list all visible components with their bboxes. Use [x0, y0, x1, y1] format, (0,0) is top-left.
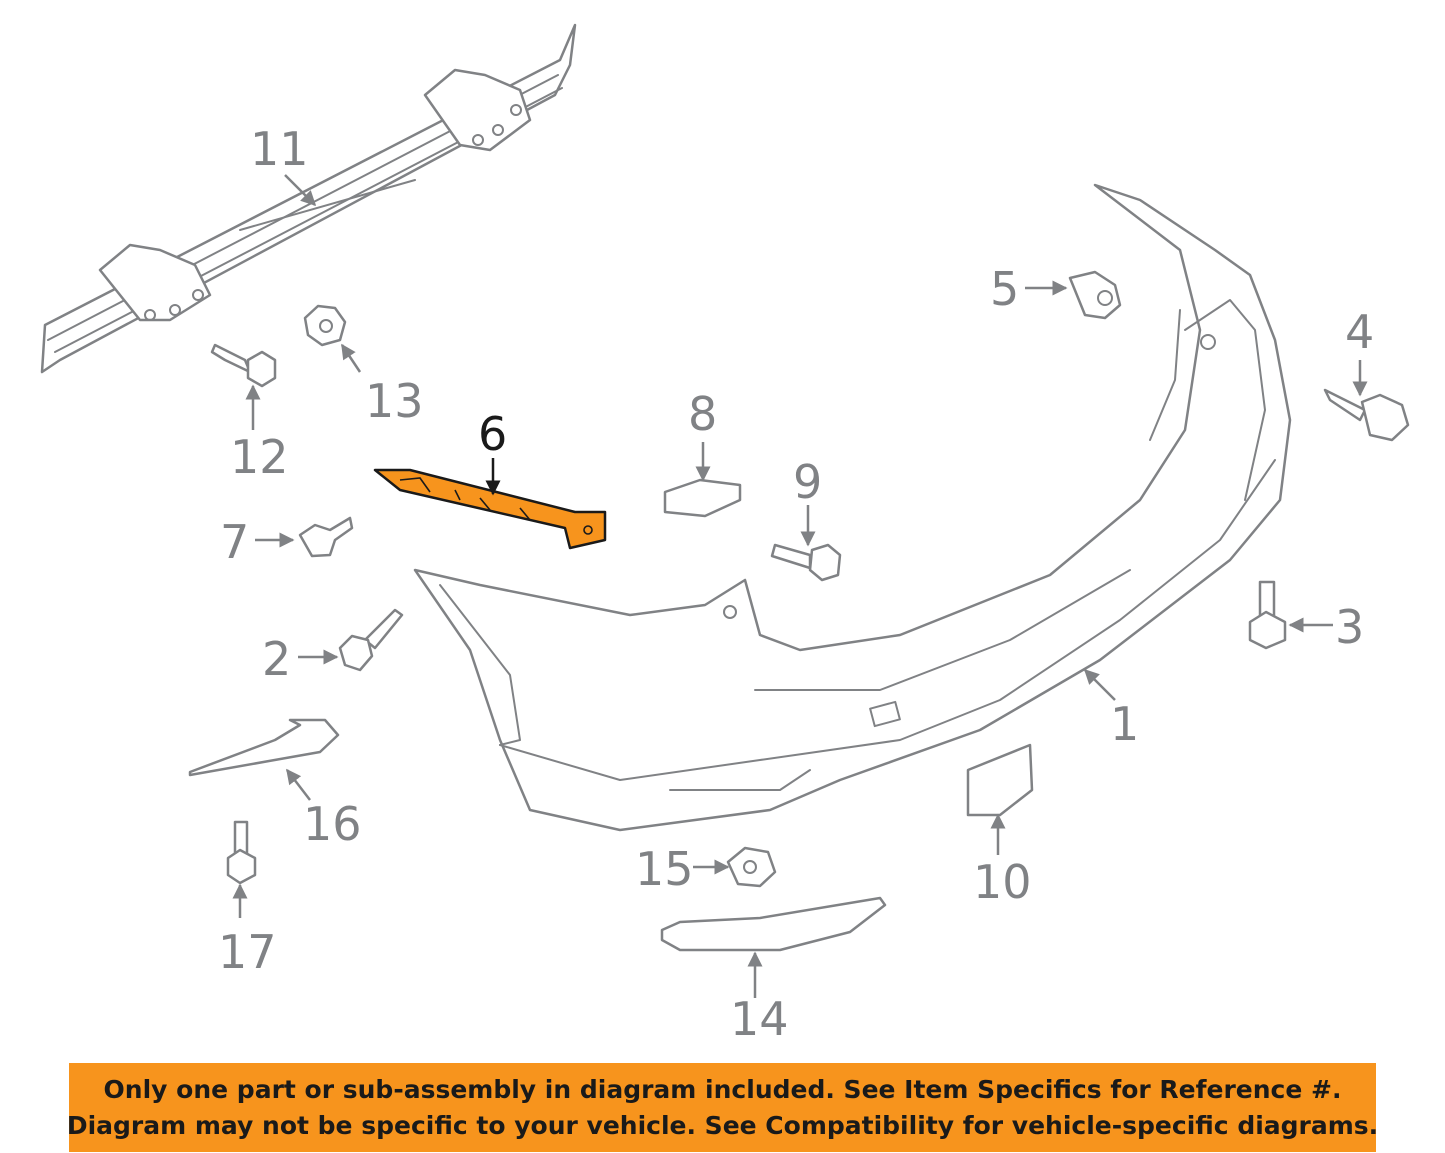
- leader-1: [1083, 668, 1116, 701]
- leader-13: [340, 343, 362, 373]
- spacer-16: [188, 718, 340, 777]
- callout-7: 7: [220, 515, 249, 569]
- bracket-10: [966, 743, 1034, 817]
- bolt-7: [298, 516, 354, 558]
- callout-16: 16: [303, 797, 362, 851]
- callout-15: 15: [635, 842, 694, 896]
- callout-5: 5: [990, 262, 1019, 316]
- callout-4: 4: [1345, 305, 1374, 359]
- notice-line-2: Diagram may not be specific to your vehi…: [66, 1110, 1379, 1140]
- notice-line-1: Only one part or sub-assembly in diagram…: [103, 1074, 1342, 1104]
- callout-1: 1: [1110, 697, 1139, 751]
- callout-17: 17: [218, 925, 277, 979]
- parts-diagram: 11 12 13 6 7 2 16 17 8 9 5 4 3 1 10 15 1…: [40, 23, 1410, 1046]
- screw-4: [1323, 388, 1410, 442]
- callout-11: 11: [250, 122, 309, 176]
- fastener-5: [1068, 270, 1122, 320]
- callout-6: 6: [478, 407, 507, 461]
- bolt-17: [226, 820, 257, 885]
- nut-15: [726, 846, 777, 888]
- callout-12: 12: [230, 430, 289, 484]
- leader-11: [284, 174, 317, 207]
- clip-8: [663, 478, 742, 518]
- callout-9: 9: [793, 455, 822, 509]
- nut-13: [303, 304, 347, 347]
- leader-16: [286, 768, 311, 801]
- notice-banner: Only one part or sub-assembly in diagram…: [66, 1063, 1379, 1152]
- callout-14: 14: [730, 992, 789, 1046]
- callout-2: 2: [262, 632, 291, 686]
- bumper-cover: [413, 183, 1292, 832]
- reflector-14: [660, 896, 887, 952]
- bolt-9: [770, 543, 842, 582]
- highlighted-bracket: [373, 468, 607, 550]
- bolt-2: [338, 608, 404, 672]
- callout-13: 13: [365, 374, 424, 428]
- callout-3: 3: [1335, 600, 1364, 654]
- bolt-3: [1248, 580, 1287, 650]
- fastener-12: [210, 343, 277, 388]
- callout-8: 8: [688, 387, 717, 441]
- callout-10: 10: [973, 855, 1032, 909]
